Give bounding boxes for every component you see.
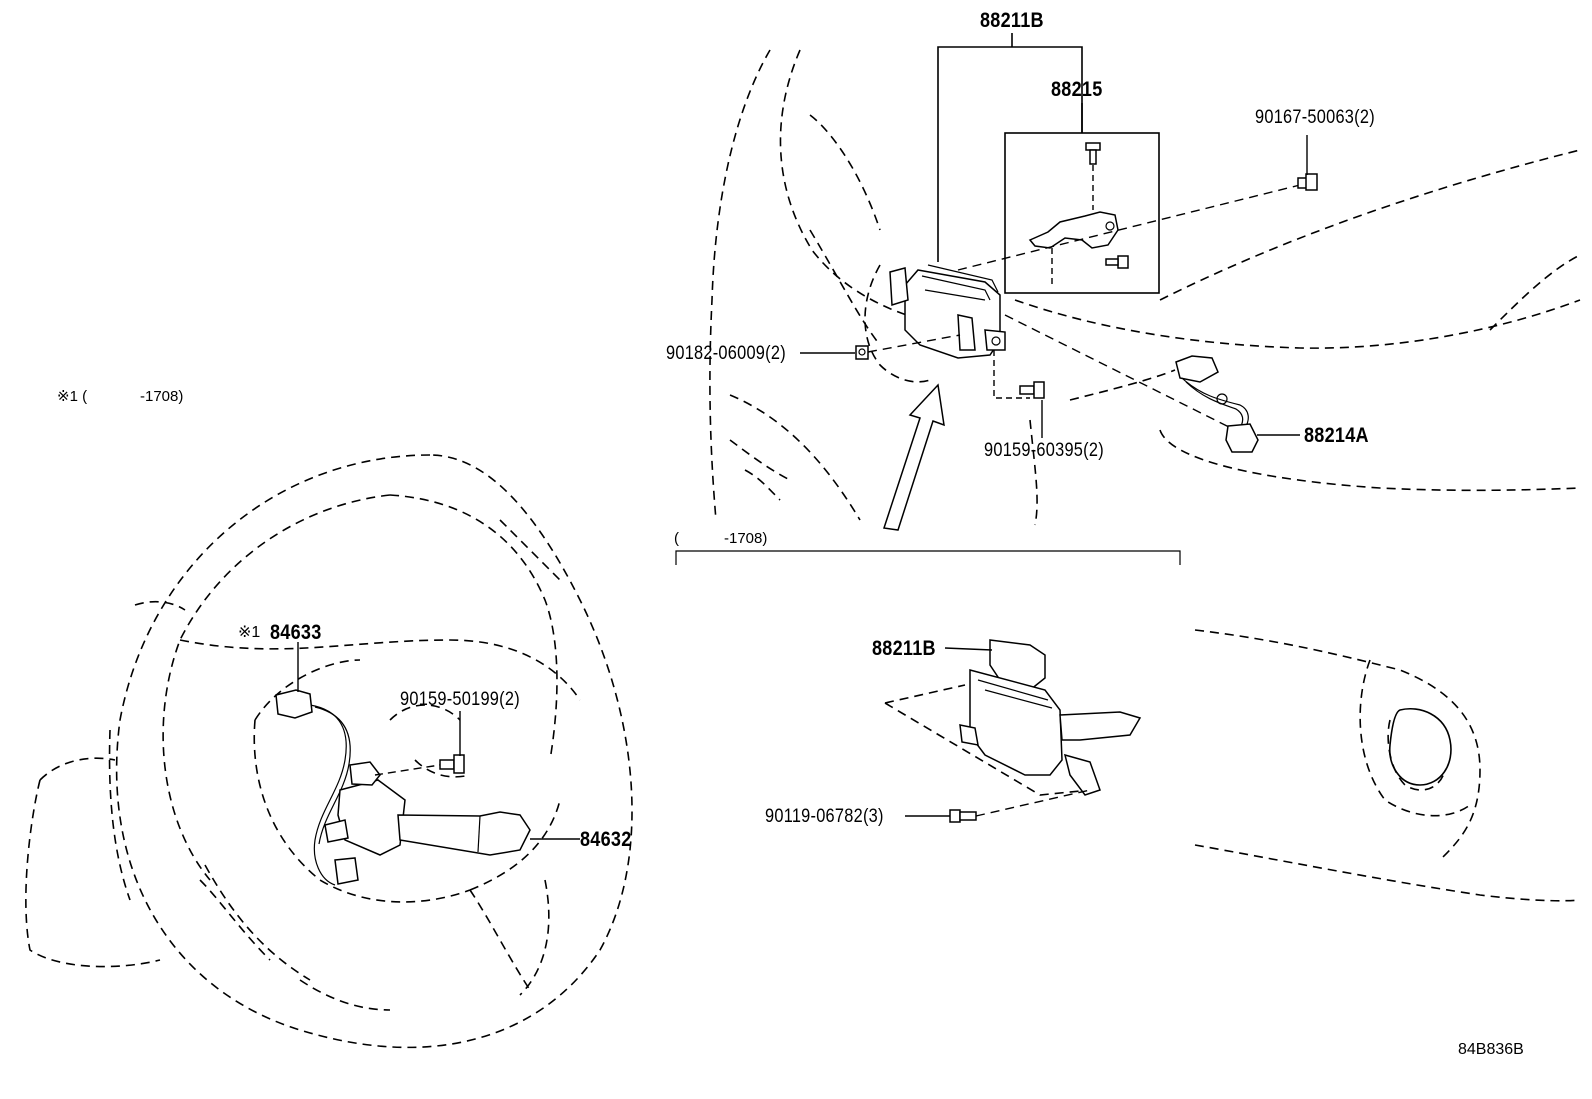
cruise-control-switch-illustration: [275, 689, 531, 886]
part-label-90119-06782: 90119-06782(3): [765, 806, 884, 827]
bolt-icon: [1105, 255, 1129, 269]
callout-marker-84633: ※1: [238, 624, 261, 641]
part-label-90159-50199: 90159-50199(2): [400, 689, 520, 710]
section-bracket: [675, 550, 1181, 565]
vehicle-front-outline: [709, 49, 1581, 526]
nut-icon: [855, 345, 869, 360]
part-label-90167-50063: 90167-50063(2): [1255, 107, 1375, 128]
callout-bracket-88211B: [937, 33, 1083, 262]
view-arrow-icon: [883, 383, 945, 531]
part-label-90159-60395: 90159-60395(2): [984, 440, 1104, 461]
part-label-90182-06009: 90182-06009(2): [666, 343, 786, 364]
part-label-88215: 88215: [1051, 78, 1103, 101]
bolt-icon: [1085, 142, 1101, 165]
footnote-range: -1708): [140, 388, 184, 405]
bumper-foglamp-outline: [1194, 629, 1581, 902]
part-label-88211B-top: 88211B: [980, 9, 1044, 32]
wire-harness-88214A-illustration: [1175, 355, 1259, 453]
bolt-icon: [1019, 381, 1045, 399]
drawing-code: 84B836B: [1458, 1041, 1524, 1058]
radar-sensor-alt-illustration: [884, 639, 1142, 796]
steering-wheel-illustration: [25, 454, 633, 1049]
radar-sensor-illustration: [889, 264, 1006, 359]
bolt-icon: [439, 754, 465, 774]
part-label-84633: 84633: [270, 621, 322, 644]
bolt-icon: [1297, 173, 1318, 191]
part-label-88211B-bottom: 88211B: [872, 637, 936, 660]
section-label-range: -1708): [724, 530, 768, 547]
bolt-icon: [949, 789, 1091, 823]
footnote-marker: ※1 (: [57, 388, 88, 405]
part-label-84632: 84632: [580, 828, 632, 851]
section-label-open: (: [674, 530, 679, 547]
part-label-88214A: 88214A: [1304, 424, 1369, 447]
bracket-88215-illustration: [1028, 165, 1119, 285]
callout-box-88215: [1004, 103, 1160, 294]
